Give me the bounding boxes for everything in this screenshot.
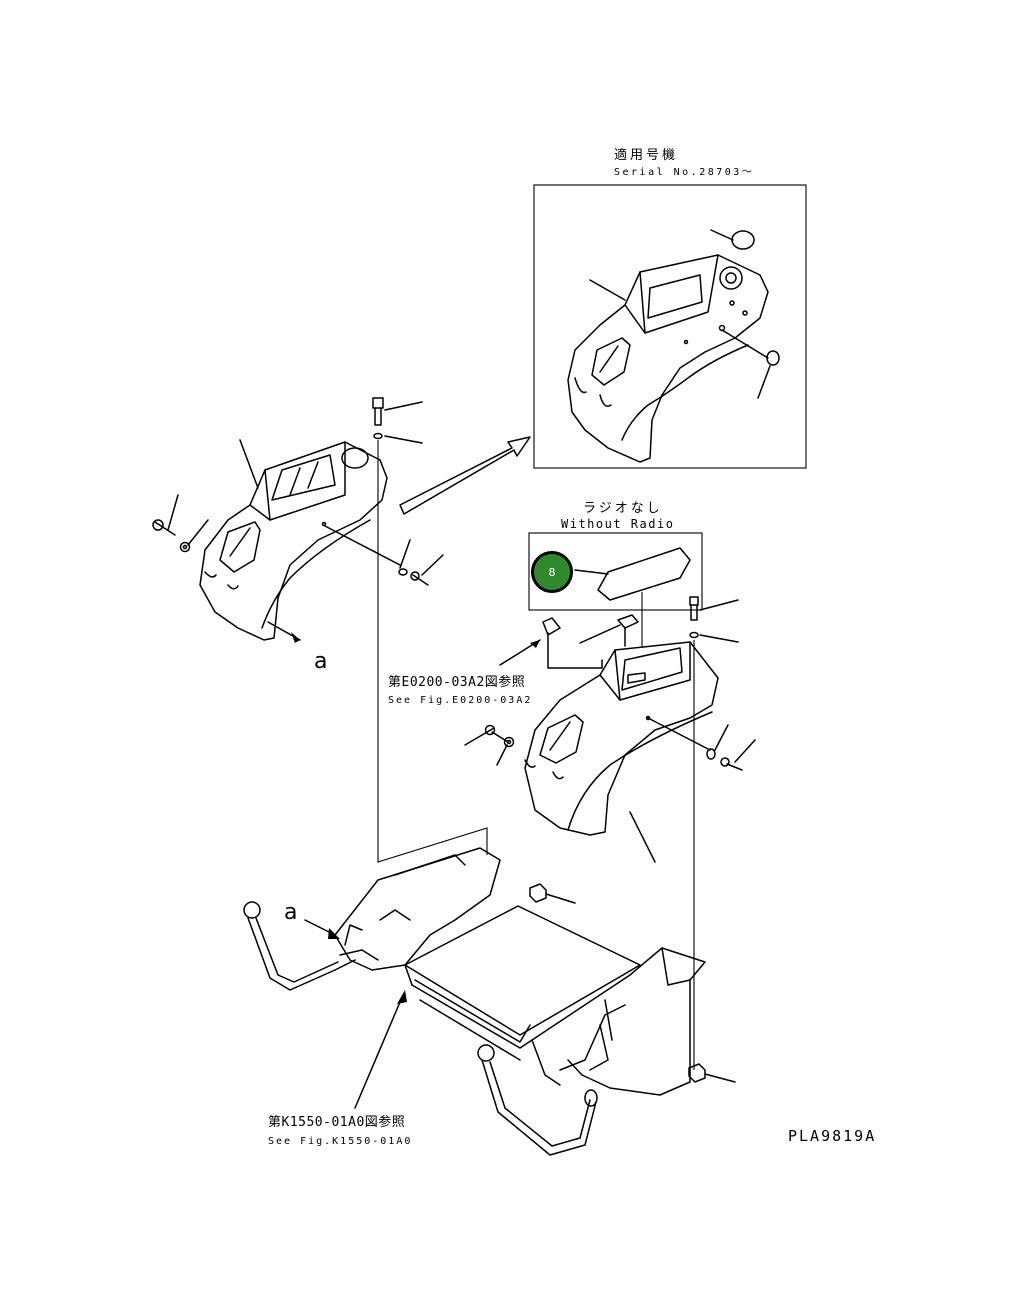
view-a-label-top: a xyxy=(314,649,328,674)
see-fig-k-jp: 第K1550-01A0図参照 xyxy=(268,1115,406,1130)
console-upper-left xyxy=(152,397,488,863)
serial-variant-inset xyxy=(533,184,807,469)
without-radio-inset xyxy=(528,532,703,652)
without-radio-jp: ラジオなし xyxy=(583,501,663,516)
console-right xyxy=(464,596,756,1070)
serial-label-jp: 適用号機 xyxy=(614,148,679,163)
see-fig-e-en: See Fig.E0200-03A2 xyxy=(388,695,533,706)
serial-label-en: Serial No.28703～ xyxy=(614,167,755,178)
view-a-label-bottom: a xyxy=(284,900,298,925)
frame-assembly xyxy=(243,847,736,1156)
see-fig-k-en: See Fig.K1550-01A0 xyxy=(268,1136,413,1147)
part-callout-number: 8 xyxy=(548,565,556,579)
see-fig-e-jp: 第E0200-03A2図参照 xyxy=(388,675,526,690)
without-radio-en: Without Radio xyxy=(561,517,675,531)
direction-arrow xyxy=(399,436,531,515)
drawing-id: PLA9819A xyxy=(788,1127,877,1145)
part-callout-8[interactable]: 8 xyxy=(531,551,573,593)
